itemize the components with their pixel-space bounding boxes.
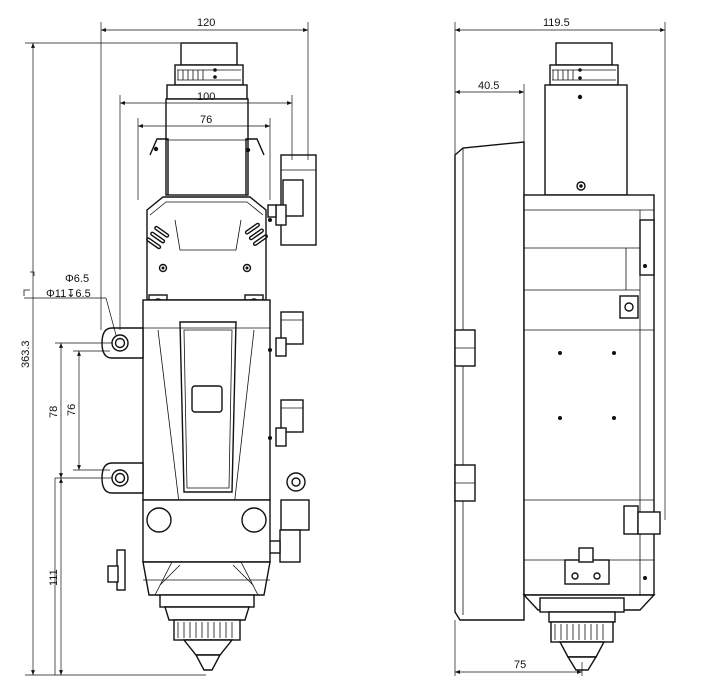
dim-78: 78 (48, 406, 60, 418)
mid-body (142, 299, 271, 561)
dim-120: 120 (197, 17, 215, 29)
dim-100: 100 (197, 91, 215, 103)
side-dimensions: 119.5 40.5 75 (454, 17, 666, 676)
counterbore-diameter: Φ11 (46, 288, 66, 300)
hole-diameter-label: Φ6.5 (65, 273, 89, 285)
lower-housing (107, 499, 271, 596)
side-fittings (267, 154, 317, 563)
counterbore-depth: 6.5 (75, 288, 90, 300)
main-housing (146, 196, 268, 310)
dim-363-3: 363.3 (20, 340, 32, 368)
dim-76-side: 76 (66, 404, 78, 416)
front-view: 120 100 76 363.3 78 76 (20, 17, 317, 676)
dim-119-5: 119.5 (543, 17, 570, 29)
upper-body (149, 98, 265, 196)
counterbore-label: Φ11↧6.5 (46, 288, 91, 300)
dim-111: 111 (48, 569, 60, 586)
dim-75: 75 (514, 659, 526, 671)
nozzle (159, 594, 255, 671)
mounting-bracket (101, 327, 144, 494)
side-view: 119.5 40.5 75 (454, 17, 666, 676)
depth-symbol: ↧ (66, 288, 75, 300)
dim-76-top: 76 (200, 114, 212, 126)
dim-40-5: 40.5 (478, 80, 499, 92)
top-collar (166, 42, 248, 100)
front-dimensions: 120 100 76 363.3 78 76 (20, 17, 309, 676)
